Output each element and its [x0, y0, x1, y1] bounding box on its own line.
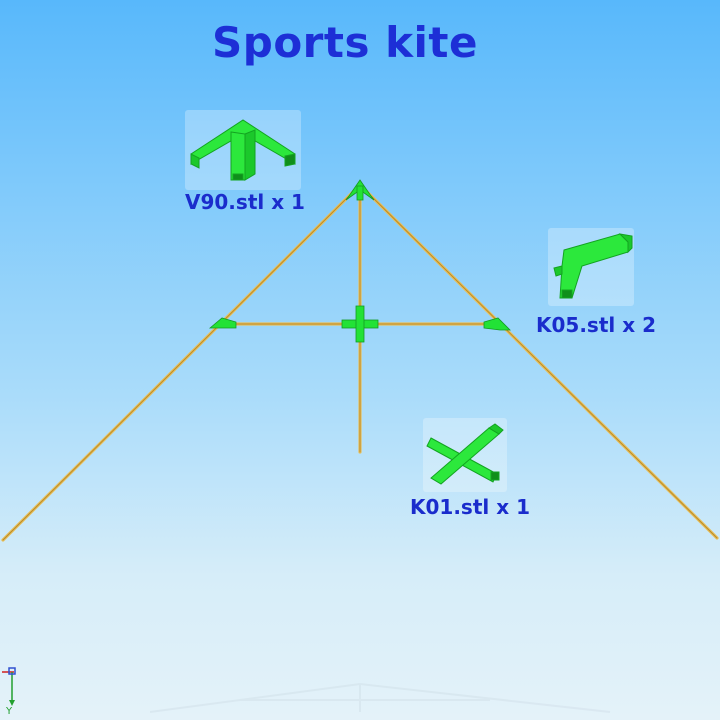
page-title: Sports kite: [212, 18, 478, 67]
axis-gizmo: [2, 667, 16, 706]
left-spreader-connector-k05: [208, 317, 237, 329]
k05-thumbnail: [548, 228, 634, 306]
k01-thumbnail: [423, 418, 507, 492]
v90-part-label: V90.stl x 1: [185, 190, 305, 214]
k01-cross-connector-icon: [426, 423, 504, 485]
v90-thumbnail: [185, 110, 301, 190]
ground-reflection: [149, 683, 611, 713]
k05-part-label: K05.stl x 2: [536, 313, 656, 337]
v90-connector-icon: [190, 119, 296, 181]
k05-connector-icon: [553, 233, 633, 299]
right-spreader-connector-k05: [483, 317, 511, 331]
center-cross-connector-k01: [341, 305, 379, 343]
nose-connector-stem: [356, 185, 364, 201]
axis-gizmo-label: Y: [6, 706, 13, 717]
k01-part-label: K01.stl x 1: [410, 495, 530, 519]
